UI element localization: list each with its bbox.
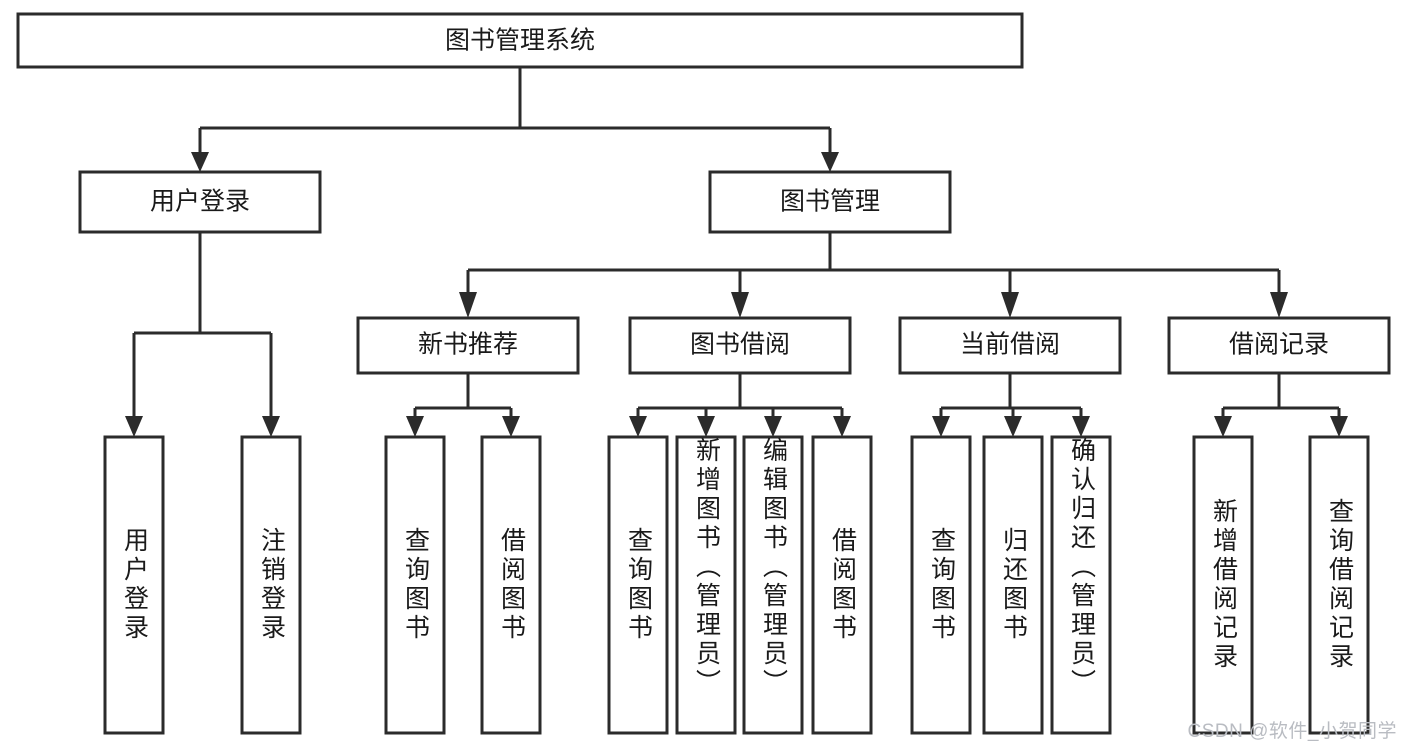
arrow-head-leaf-user-login (125, 416, 143, 437)
connector-group-new-book-rec-to-leaves (406, 373, 520, 437)
node-borrow-record[interactable] (1167, 316, 1391, 375)
node-new-book-rec-label: 新书推荐 (418, 331, 518, 359)
arrow-head-leaf-borrow-lend (833, 416, 851, 437)
node-leaf-rec-borrow[interactable] (480, 435, 542, 735)
node-leaf-user-logout[interactable] (240, 435, 302, 735)
arrow-head-leaf-record-add (1214, 416, 1232, 437)
node-leaf-rec-query[interactable] (384, 435, 446, 735)
node-borrow-record-label: 借阅记录 (1229, 331, 1329, 359)
node-leaf-current-return[interactable] (982, 435, 1044, 735)
node-user-login[interactable] (78, 170, 322, 234)
arrow-head-book-borrow (731, 292, 749, 318)
arrow-head-leaf-borrow-add (697, 416, 715, 437)
arrow-head-borrow-record (1270, 292, 1288, 318)
connector-group-borrow-record-to-leaves (1214, 373, 1348, 437)
node-current-borrow[interactable] (898, 316, 1122, 375)
watermark-text: CSDN @软件_小贺同学 (1187, 721, 1397, 742)
arrow-head-book-manage (821, 152, 839, 172)
arrow-head-leaf-borrow-query (629, 416, 647, 437)
node-leaf-user-login[interactable] (103, 435, 165, 735)
arrow-head-leaf-user-logout (262, 416, 280, 437)
arrow-head-new-book-rec (459, 292, 477, 318)
node-leaf-record-add[interactable] (1192, 435, 1254, 735)
arrow-head-current-borrow (1001, 292, 1019, 318)
node-root[interactable] (16, 12, 1024, 69)
node-current-borrow-label: 当前借阅 (960, 331, 1060, 359)
connector-group-user-login-to-leaves (125, 232, 280, 437)
node-leaf-record-query[interactable] (1308, 435, 1370, 735)
node-leaf-current-query[interactable] (910, 435, 972, 735)
node-root-label: 图书管理系统 (445, 27, 595, 55)
node-new-book-rec[interactable] (356, 316, 580, 375)
node-leaf-current-confirm[interactable] (1050, 435, 1112, 735)
arrow-head-leaf-record-query (1330, 416, 1348, 437)
arrow-head-user-login (191, 152, 209, 172)
node-user-login-label: 用户登录 (150, 188, 250, 216)
arrow-head-leaf-rec-borrow (502, 416, 520, 437)
arrow-head-leaf-borrow-edit (764, 416, 782, 437)
arrow-head-leaf-current-return (1004, 416, 1022, 437)
arrow-head-leaf-rec-query (406, 416, 424, 437)
connector-group-current-borrow-to-leaves (932, 373, 1090, 437)
node-book-manage[interactable] (708, 170, 952, 234)
node-leaf-borrow-query[interactable] (607, 435, 669, 735)
node-book-borrow-label: 图书借阅 (690, 331, 790, 359)
node-leaf-borrow-add[interactable] (675, 435, 737, 735)
node-leaf-borrow-lend[interactable] (811, 435, 873, 735)
connector-group-book-borrow-to-leaves (629, 373, 851, 437)
arrow-head-leaf-current-confirm (1072, 416, 1090, 437)
node-book-borrow[interactable] (628, 316, 852, 375)
node-leaf-borrow-edit[interactable] (742, 435, 804, 735)
connector-group-book-manage-to-level3 (459, 232, 1288, 318)
arrow-head-leaf-current-query (932, 416, 950, 437)
connector-group-root-to-level2 (191, 67, 839, 172)
node-book-manage-label: 图书管理 (780, 188, 880, 216)
